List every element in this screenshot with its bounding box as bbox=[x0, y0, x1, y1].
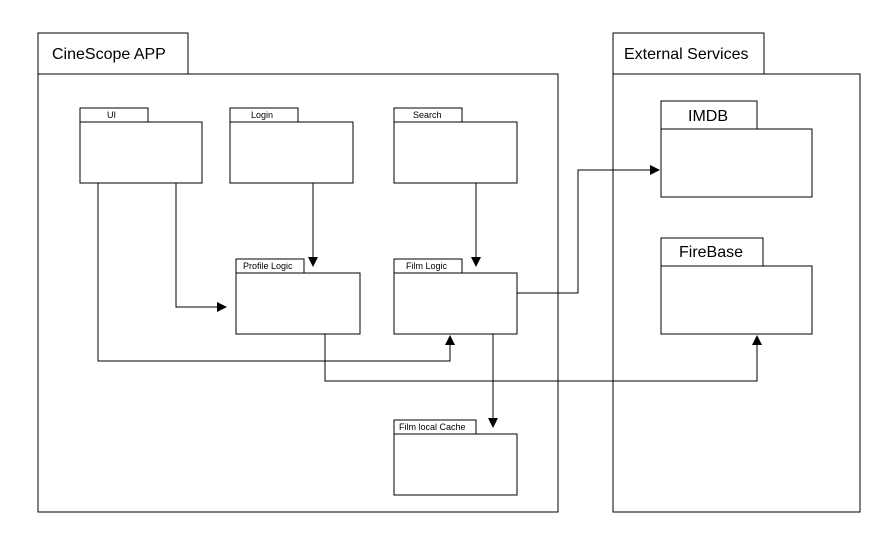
component-body bbox=[660, 265, 813, 335]
component-label: Film local Cache bbox=[399, 422, 466, 432]
arrow-ui-to-film-logic bbox=[97, 183, 455, 362]
arrow-profile-logic-to-firebase bbox=[324, 334, 762, 382]
component-film-local-cache[interactable]: Film local Cache bbox=[393, 419, 518, 496]
component-tab bbox=[660, 237, 764, 267]
arrow-film-logic-to-imdb bbox=[517, 165, 660, 294]
component-body bbox=[660, 128, 813, 198]
component-body bbox=[393, 433, 518, 496]
component-search[interactable]: Search bbox=[393, 107, 518, 184]
package-tab bbox=[37, 32, 189, 75]
component-ui[interactable]: UI bbox=[79, 107, 203, 184]
component-label: Film Logic bbox=[406, 261, 448, 271]
component-body bbox=[79, 121, 203, 184]
component-profile-logic[interactable]: Profile Logic bbox=[235, 258, 361, 335]
component-body bbox=[235, 272, 361, 335]
component-firebase[interactable]: FireBase bbox=[660, 237, 813, 335]
component-label: FireBase bbox=[679, 244, 743, 261]
arrow-ui-to-profile-logic bbox=[175, 183, 227, 312]
component-imdb[interactable]: IMDB bbox=[660, 100, 813, 198]
component-body bbox=[393, 121, 518, 184]
component-film-logic[interactable]: Film Logic bbox=[393, 258, 518, 335]
component-label: UI bbox=[107, 110, 116, 120]
component-tab bbox=[660, 100, 758, 130]
component-body bbox=[229, 121, 354, 184]
component-login[interactable]: Login bbox=[229, 107, 354, 184]
package-tab bbox=[612, 32, 765, 75]
component-label: Login bbox=[251, 110, 273, 120]
component-body bbox=[393, 272, 518, 335]
package-title: CineScope APP bbox=[52, 46, 166, 63]
component-label: Profile Logic bbox=[243, 261, 293, 271]
component-label: IMDB bbox=[688, 108, 728, 125]
component-label: Search bbox=[413, 110, 442, 120]
package-title: External Services bbox=[624, 46, 749, 63]
